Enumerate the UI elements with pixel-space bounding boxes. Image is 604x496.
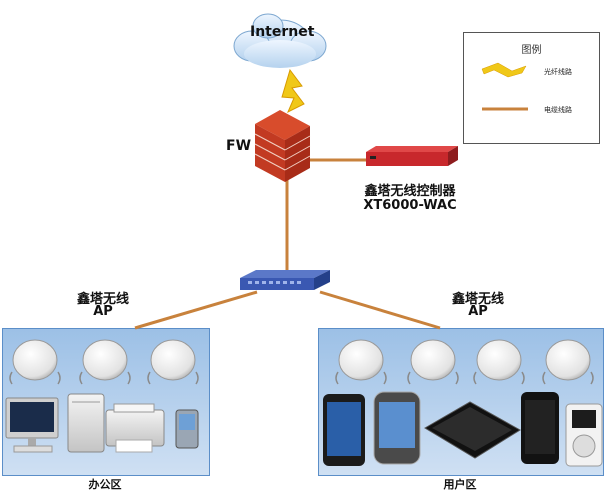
wireless-controller-icon [366, 146, 458, 166]
printer-icon [105, 403, 165, 453]
legend-symbols [481, 62, 528, 111]
firewall-label: FW [226, 138, 252, 154]
pda-phone-icon [175, 409, 199, 449]
desktop-computer-icon [5, 397, 59, 453]
legend-cable-label: 电缆线路 [544, 106, 572, 114]
smartphone-icon [521, 392, 559, 464]
smartphone-icon [323, 394, 365, 466]
legend: 图例 光纤线路 电缆线路 [463, 32, 600, 144]
access-point-icon [82, 339, 128, 381]
fiber-legend-icon [481, 62, 527, 78]
network-switch-icon [240, 270, 330, 290]
fiber-link-bolt [281, 68, 305, 114]
legend-title: 图例 [521, 45, 542, 56]
legend-fiber-label: 光纤线路 [544, 68, 572, 76]
ap-left-line2: AP [93, 304, 113, 319]
user-access-points [338, 339, 591, 381]
access-point-icon [410, 339, 456, 381]
internet-label: Internet [250, 24, 315, 40]
access-point-icon [338, 339, 384, 381]
internet-cloud-icon [233, 13, 327, 68]
wifi-wave-icons [9, 371, 594, 385]
controller-name: 鑫塔无线控制器 [364, 184, 456, 199]
controller-model: XT6000-WAC [363, 198, 457, 213]
ap-left-line1: 鑫塔无线 [76, 292, 129, 307]
access-point-icon [476, 339, 522, 381]
access-point-icon [150, 339, 196, 381]
ap-right-line2: AP [468, 304, 488, 319]
ap-right-line1: 鑫塔无线 [451, 292, 504, 307]
smartphone-icon [373, 391, 421, 465]
music-player-icon [565, 403, 603, 467]
tablet-icon [424, 401, 521, 459]
zone-office-label: 办公区 [88, 478, 122, 491]
zone-user-label: 用户区 [443, 478, 477, 491]
access-point-icon [545, 339, 591, 381]
tower-pc-icon [67, 393, 105, 453]
access-point-icon [12, 339, 58, 381]
cable-links [134, 158, 441, 330]
firewall-icon [254, 110, 311, 182]
office-access-points [12, 339, 196, 381]
